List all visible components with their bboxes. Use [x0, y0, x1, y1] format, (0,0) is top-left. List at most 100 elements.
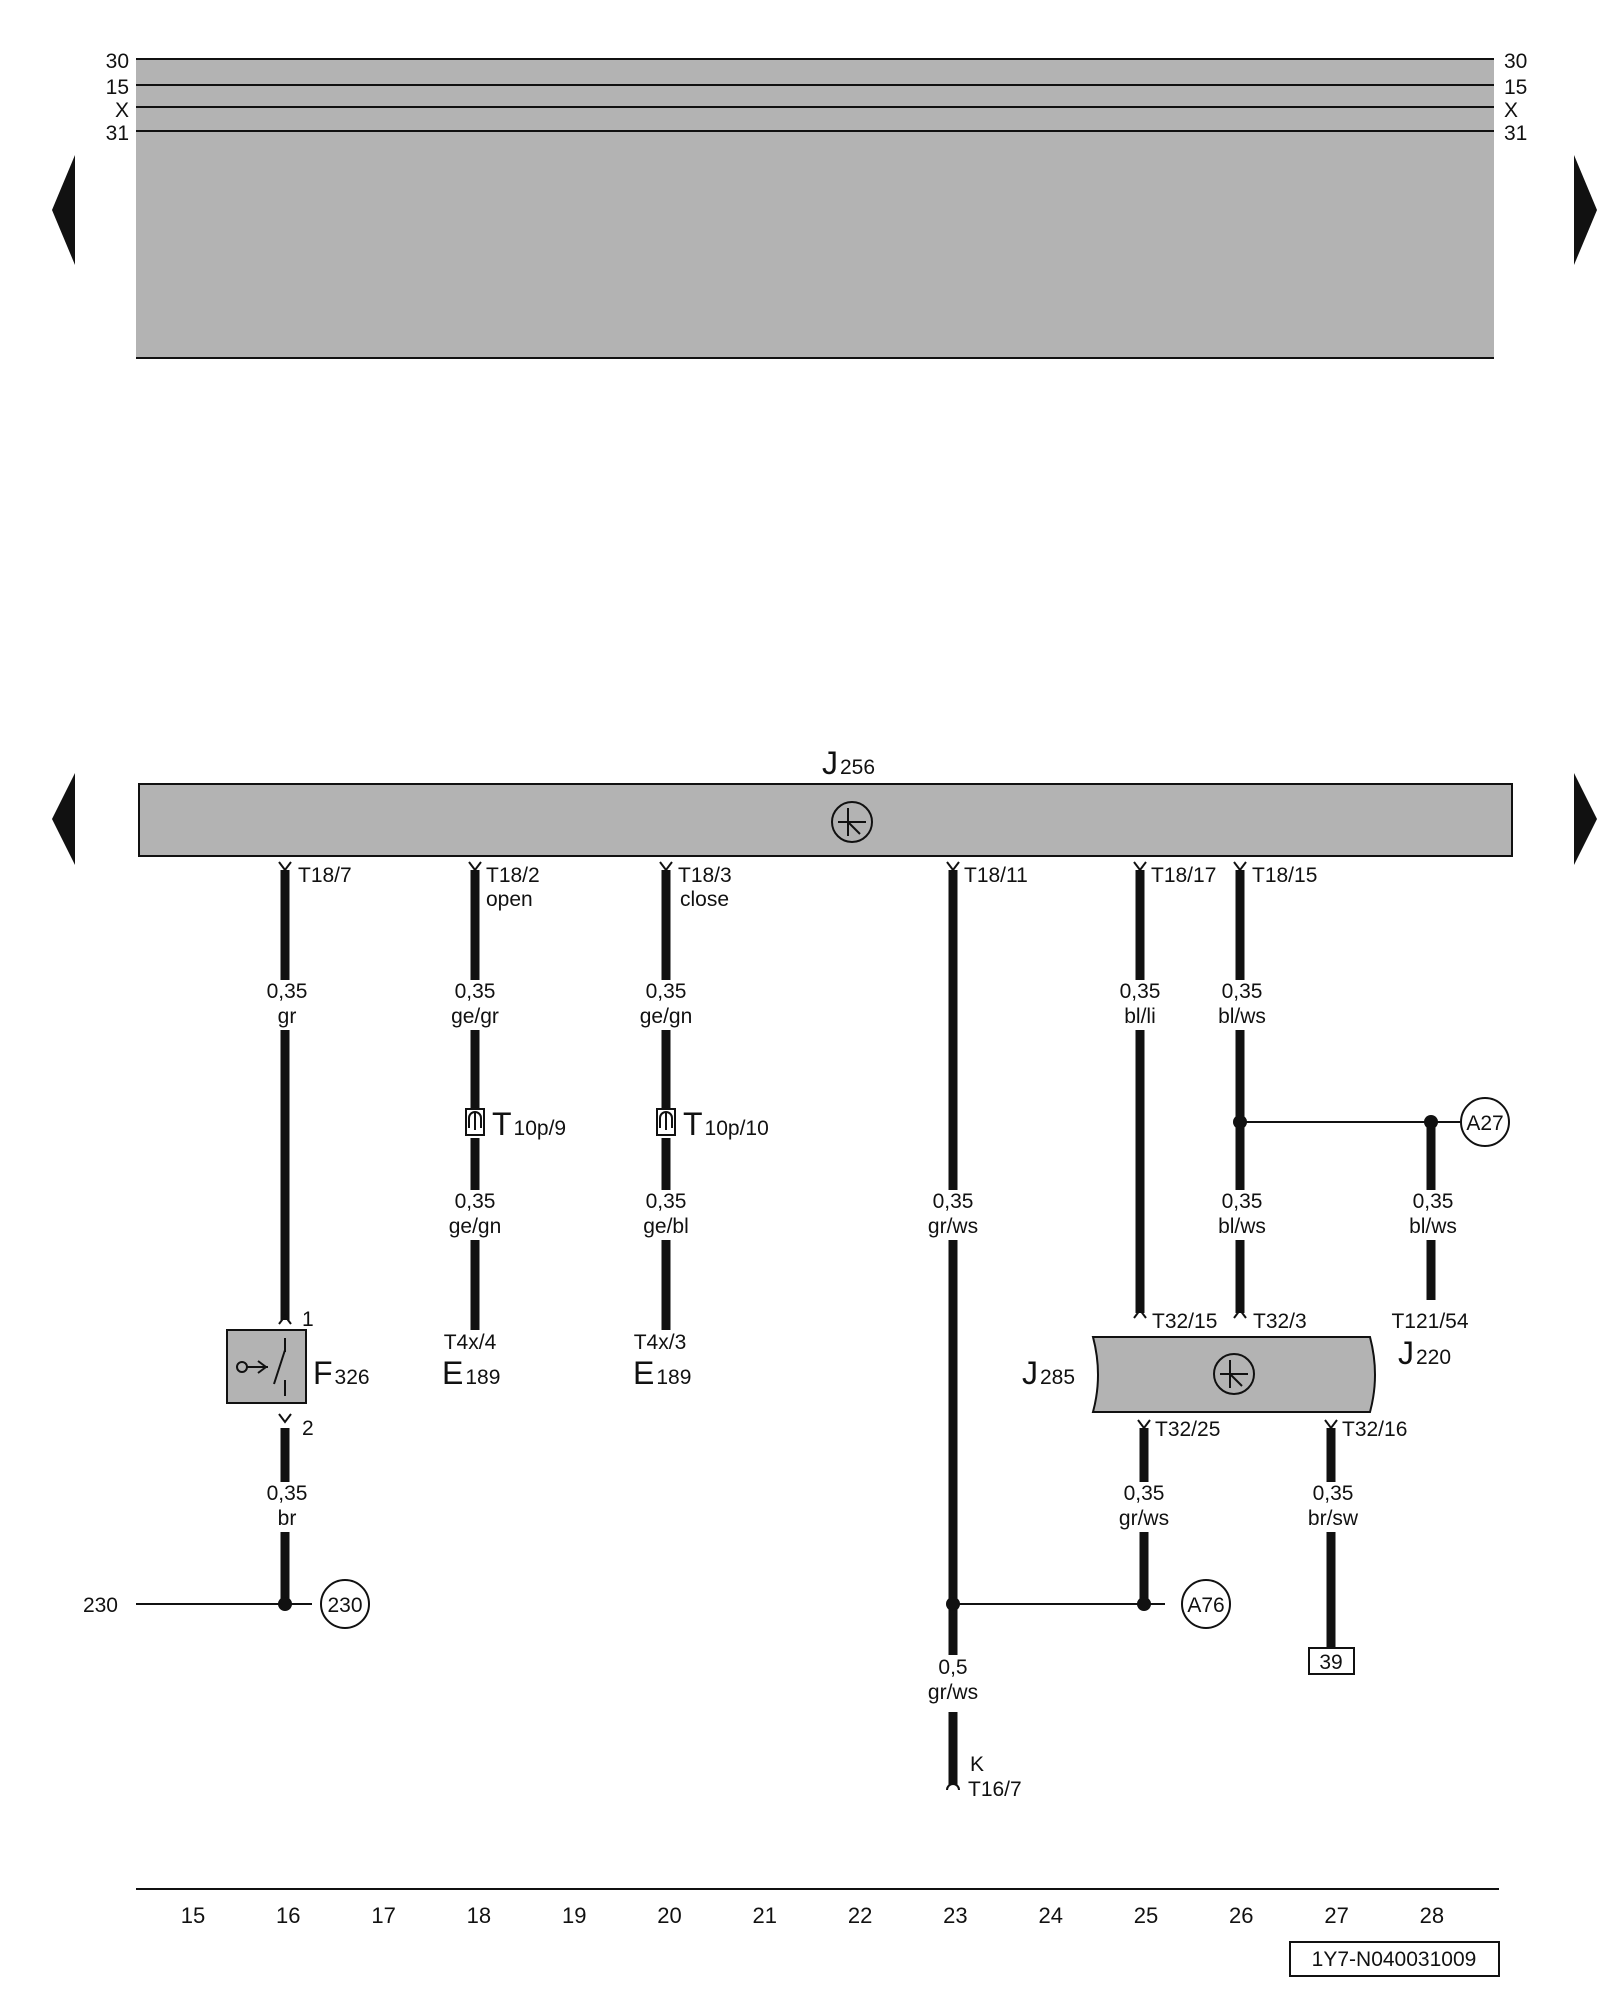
wire-size: 0,35 — [933, 1190, 974, 1213]
pin-t18-2: T18/2 — [486, 864, 540, 887]
wire-size: 0,35 — [1413, 1190, 1454, 1213]
column-number: 24 — [1038, 1903, 1062, 1928]
wire-color: bl/ws — [1218, 1005, 1266, 1028]
connector-circle-a76 — [1181, 1579, 1231, 1629]
pin-t4x4: T4x/4 — [444, 1331, 497, 1354]
pin-t18-3: T18/3 — [678, 864, 732, 887]
pin-t4x3: T4x/3 — [634, 1331, 687, 1354]
pin-t16-7: T16/7 — [968, 1778, 1022, 1801]
rail-label-15-left: 15 — [106, 76, 129, 99]
column-number: 28 — [1420, 1903, 1444, 1928]
column-number: 26 — [1229, 1903, 1253, 1928]
wire-color: ge/gr — [451, 1005, 499, 1028]
j285-control-unit-icon — [1213, 1353, 1255, 1395]
column-number: 16 — [276, 1903, 300, 1928]
column-number: 20 — [657, 1903, 681, 1928]
e189-label-a: E189 — [442, 1355, 500, 1391]
column-number: 21 — [753, 1903, 777, 1928]
pin-t32-25: T32/25 — [1155, 1418, 1220, 1441]
wire-size: 0,35 — [267, 980, 308, 1003]
wire-color: ge/bl — [643, 1215, 689, 1238]
column-number: 23 — [943, 1903, 967, 1928]
ref-230-left: 230 — [83, 1594, 118, 1617]
pin-t18-15: T18/15 — [1252, 864, 1317, 887]
pin-open: open — [486, 888, 533, 911]
wire-color: br/sw — [1308, 1507, 1359, 1530]
column-number: 25 — [1134, 1903, 1158, 1928]
rail-label-31-left: 31 — [106, 122, 129, 145]
connector-230-label: 230 — [327, 1594, 362, 1617]
wire-size: 0,5 — [938, 1656, 967, 1679]
rail-label-31-right: 31 — [1504, 122, 1527, 145]
rail-label-15-right: 15 — [1504, 76, 1527, 99]
wire-size: 0,35 — [1124, 1482, 1165, 1505]
wire-color: bl/li — [1124, 1005, 1156, 1028]
pin-k: K — [970, 1753, 984, 1776]
wire-size: 0,35 — [646, 980, 687, 1003]
wire-labels: 0,35 gr 0,35 ge/gr 0,35 ge/gn 0,35 bl/li… — [267, 980, 1457, 1704]
connector-refs: A27 230 230 A76 39 K T16/7 — [83, 1097, 1510, 1801]
connector-circle-230 — [320, 1579, 370, 1629]
wire-size: 0,35 — [1313, 1482, 1354, 1505]
j256-control-unit-icon — [831, 801, 873, 843]
wire-size: 0,35 — [267, 1482, 308, 1505]
connector-a27-label: A27 — [1466, 1112, 1503, 1135]
pin-t121-54: T121/54 — [1391, 1310, 1468, 1333]
prev-page-arrow-top[interactable] — [52, 155, 75, 265]
e189-labels: T4x/4 E189 T4x/3 E189 — [442, 1331, 691, 1391]
f326-label: F326 — [313, 1355, 370, 1391]
column-number: 18 — [467, 1903, 491, 1928]
prev-page-arrow-bottom[interactable] — [52, 773, 75, 865]
pin-t32-15: T32/15 — [1152, 1310, 1217, 1333]
t10p9-label: T10p/9 — [492, 1106, 566, 1142]
wire-size: 0,35 — [455, 980, 496, 1003]
next-page-arrow-top[interactable] — [1574, 155, 1597, 265]
j256-label: J256 — [822, 745, 875, 781]
footer-code: 1Y7-N040031009 — [1312, 1948, 1477, 1971]
j285-label: J285 — [1022, 1355, 1075, 1391]
pin-close: close — [680, 888, 729, 911]
j220-labels: T121/54 J220 — [1391, 1310, 1468, 1371]
rail-label-30-left: 30 — [106, 50, 129, 73]
pin-t32-16: T32/16 — [1342, 1418, 1407, 1441]
wire-size: 0,35 — [455, 1190, 496, 1213]
pin-t18-7: T18/7 — [298, 864, 352, 887]
connector-circle-a27 — [1460, 1097, 1510, 1147]
wire-color: ge/gn — [640, 1005, 693, 1028]
column-numbers: 15 16 17 18 19 20 21 22 23 24 25 26 27 28 — [181, 1903, 1444, 1928]
wires — [280, 870, 1436, 1785]
switch-pin-1: 1 — [302, 1308, 314, 1331]
wire-color: gr/ws — [1119, 1507, 1169, 1530]
wire-color: bl/ws — [1218, 1215, 1266, 1238]
footer-code-box — [1289, 1941, 1500, 1977]
bus-fill — [136, 59, 1494, 358]
rail-label-30-right: 30 — [1504, 50, 1527, 73]
wire-size: 0,35 — [1222, 1190, 1263, 1213]
rail-label-x-right: X — [1504, 99, 1518, 122]
wire-color: bl/ws — [1409, 1215, 1457, 1238]
j220-label: J220 — [1398, 1335, 1451, 1371]
j256-pin-labels: T18/7 T18/2 open T18/3 close T18/11 T18/… — [298, 864, 1317, 911]
next-page-arrow-bottom[interactable] — [1574, 773, 1597, 865]
t10p10-label: T10p/10 — [683, 1106, 769, 1142]
wire-size: 0,35 — [1120, 980, 1161, 1003]
f326-switch: 1 2 F326 — [226, 1308, 370, 1440]
connector-a76-label: A76 — [1187, 1594, 1224, 1617]
wire-color: gr/ws — [928, 1681, 978, 1704]
wire-size: 0,35 — [646, 1190, 687, 1213]
column-number: 17 — [371, 1903, 395, 1928]
j256-control-unit: J256 — [138, 745, 1513, 857]
switch-pin-2: 2 — [302, 1417, 314, 1440]
rail-label-x-left: X — [115, 99, 129, 122]
pin-t18-17: T18/17 — [1151, 864, 1216, 887]
ref-box-39 — [1308, 1647, 1355, 1675]
column-number: 22 — [848, 1903, 872, 1928]
wire-color: br — [278, 1507, 297, 1530]
t10p-connectors: T10p/9 T10p/10 — [465, 1106, 769, 1142]
power-bus: 30 15 X 31 30 15 X 31 — [106, 50, 1527, 359]
pin-t32-3: T32/3 — [1253, 1310, 1307, 1333]
column-number: 15 — [181, 1903, 205, 1928]
column-number: 19 — [562, 1903, 586, 1928]
column-number: 27 — [1324, 1903, 1348, 1928]
